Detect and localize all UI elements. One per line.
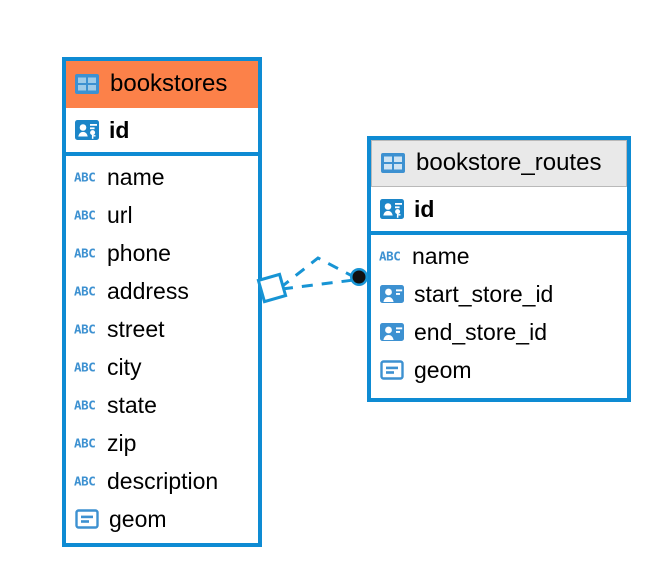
start-store-relationship-line bbox=[281, 278, 355, 291]
abc-text-icon: ABC bbox=[74, 281, 98, 301]
svg-text:ABC: ABC bbox=[74, 322, 95, 336]
field-row[interactable]: geom bbox=[66, 500, 258, 538]
field-label: city bbox=[107, 353, 142, 380]
table-icon bbox=[380, 150, 406, 176]
field-label: state bbox=[107, 391, 157, 418]
field-label: street bbox=[107, 315, 165, 342]
field-row[interactable]: end_store_id bbox=[371, 313, 627, 351]
geometry-icon bbox=[74, 506, 100, 532]
svg-text:ABC: ABC bbox=[74, 360, 95, 374]
field-label: description bbox=[107, 467, 219, 494]
entity-bookstores[interactable]: bookstores id bbox=[62, 57, 262, 547]
field-label: start_store_id bbox=[414, 280, 554, 307]
entity-bookstore-routes-header[interactable]: bookstore_routes bbox=[371, 140, 627, 187]
abc-text-icon: ABC bbox=[74, 395, 98, 415]
field-row[interactable]: ABC name bbox=[371, 237, 627, 275]
field-row[interactable]: ABC address bbox=[66, 272, 258, 310]
svg-text:ABC: ABC bbox=[379, 249, 400, 263]
field-row[interactable]: ABC state bbox=[66, 386, 258, 424]
svg-text:ABC: ABC bbox=[74, 474, 95, 488]
svg-text:ABC: ABC bbox=[74, 284, 95, 298]
field-row[interactable]: ABC zip bbox=[66, 424, 258, 462]
abc-text-icon: ABC bbox=[74, 357, 98, 377]
abc-text-icon: ABC bbox=[74, 243, 98, 263]
field-label: url bbox=[107, 201, 133, 228]
foreign-key-icon bbox=[379, 281, 405, 307]
field-row[interactable]: ABC name bbox=[66, 158, 258, 196]
end-store-relationship-line bbox=[279, 256, 357, 290]
svg-text:ABC: ABC bbox=[74, 170, 95, 184]
field-label: zip bbox=[107, 429, 137, 456]
abc-text-icon: ABC bbox=[379, 246, 403, 266]
field-row[interactable]: ABC description bbox=[66, 462, 258, 500]
entity-bookstores-pk-section: id bbox=[66, 108, 258, 156]
field-label: end_store_id bbox=[414, 318, 547, 345]
entity-bookstore-routes[interactable]: bookstore_routes id bbox=[367, 136, 631, 402]
primary-key-icon bbox=[74, 117, 100, 143]
field-row[interactable]: id bbox=[371, 187, 627, 231]
entity-bookstores-header[interactable]: bookstores bbox=[66, 61, 258, 108]
field-label: phone bbox=[107, 239, 171, 266]
field-label: name bbox=[412, 242, 470, 269]
field-label: id bbox=[109, 116, 130, 143]
field-label: name bbox=[107, 163, 165, 190]
svg-text:ABC: ABC bbox=[74, 246, 95, 260]
field-row[interactable]: ABC street bbox=[66, 310, 258, 348]
foreign-key-icon bbox=[379, 319, 405, 345]
field-row[interactable]: start_store_id bbox=[371, 275, 627, 313]
field-row[interactable]: id bbox=[66, 108, 258, 152]
field-row[interactable]: ABC url bbox=[66, 196, 258, 234]
field-row[interactable]: ABC phone bbox=[66, 234, 258, 272]
filled-circle-marker bbox=[350, 268, 368, 286]
geometry-icon bbox=[379, 357, 405, 383]
field-row[interactable]: geom bbox=[371, 351, 627, 389]
entity-bookstore-routes-pk-section: id bbox=[371, 187, 627, 235]
field-label: address bbox=[107, 277, 189, 304]
svg-text:ABC: ABC bbox=[74, 398, 95, 412]
svg-text:ABC: ABC bbox=[74, 208, 95, 222]
field-label: id bbox=[414, 195, 435, 222]
field-label: geom bbox=[414, 356, 472, 383]
svg-text:ABC: ABC bbox=[74, 436, 95, 450]
abc-text-icon: ABC bbox=[74, 433, 98, 453]
table-icon bbox=[74, 71, 100, 97]
diamond-open-marker bbox=[256, 272, 288, 304]
primary-key-icon bbox=[379, 196, 405, 222]
entity-bookstore-routes-title: bookstore_routes bbox=[416, 149, 602, 176]
abc-text-icon: ABC bbox=[74, 471, 98, 491]
abc-text-icon: ABC bbox=[74, 205, 98, 225]
abc-text-icon: ABC bbox=[74, 319, 98, 339]
entity-bookstores-title: bookstores bbox=[110, 70, 228, 97]
field-row[interactable]: ABC city bbox=[66, 348, 258, 386]
abc-text-icon: ABC bbox=[74, 167, 98, 187]
field-label: geom bbox=[109, 505, 167, 532]
